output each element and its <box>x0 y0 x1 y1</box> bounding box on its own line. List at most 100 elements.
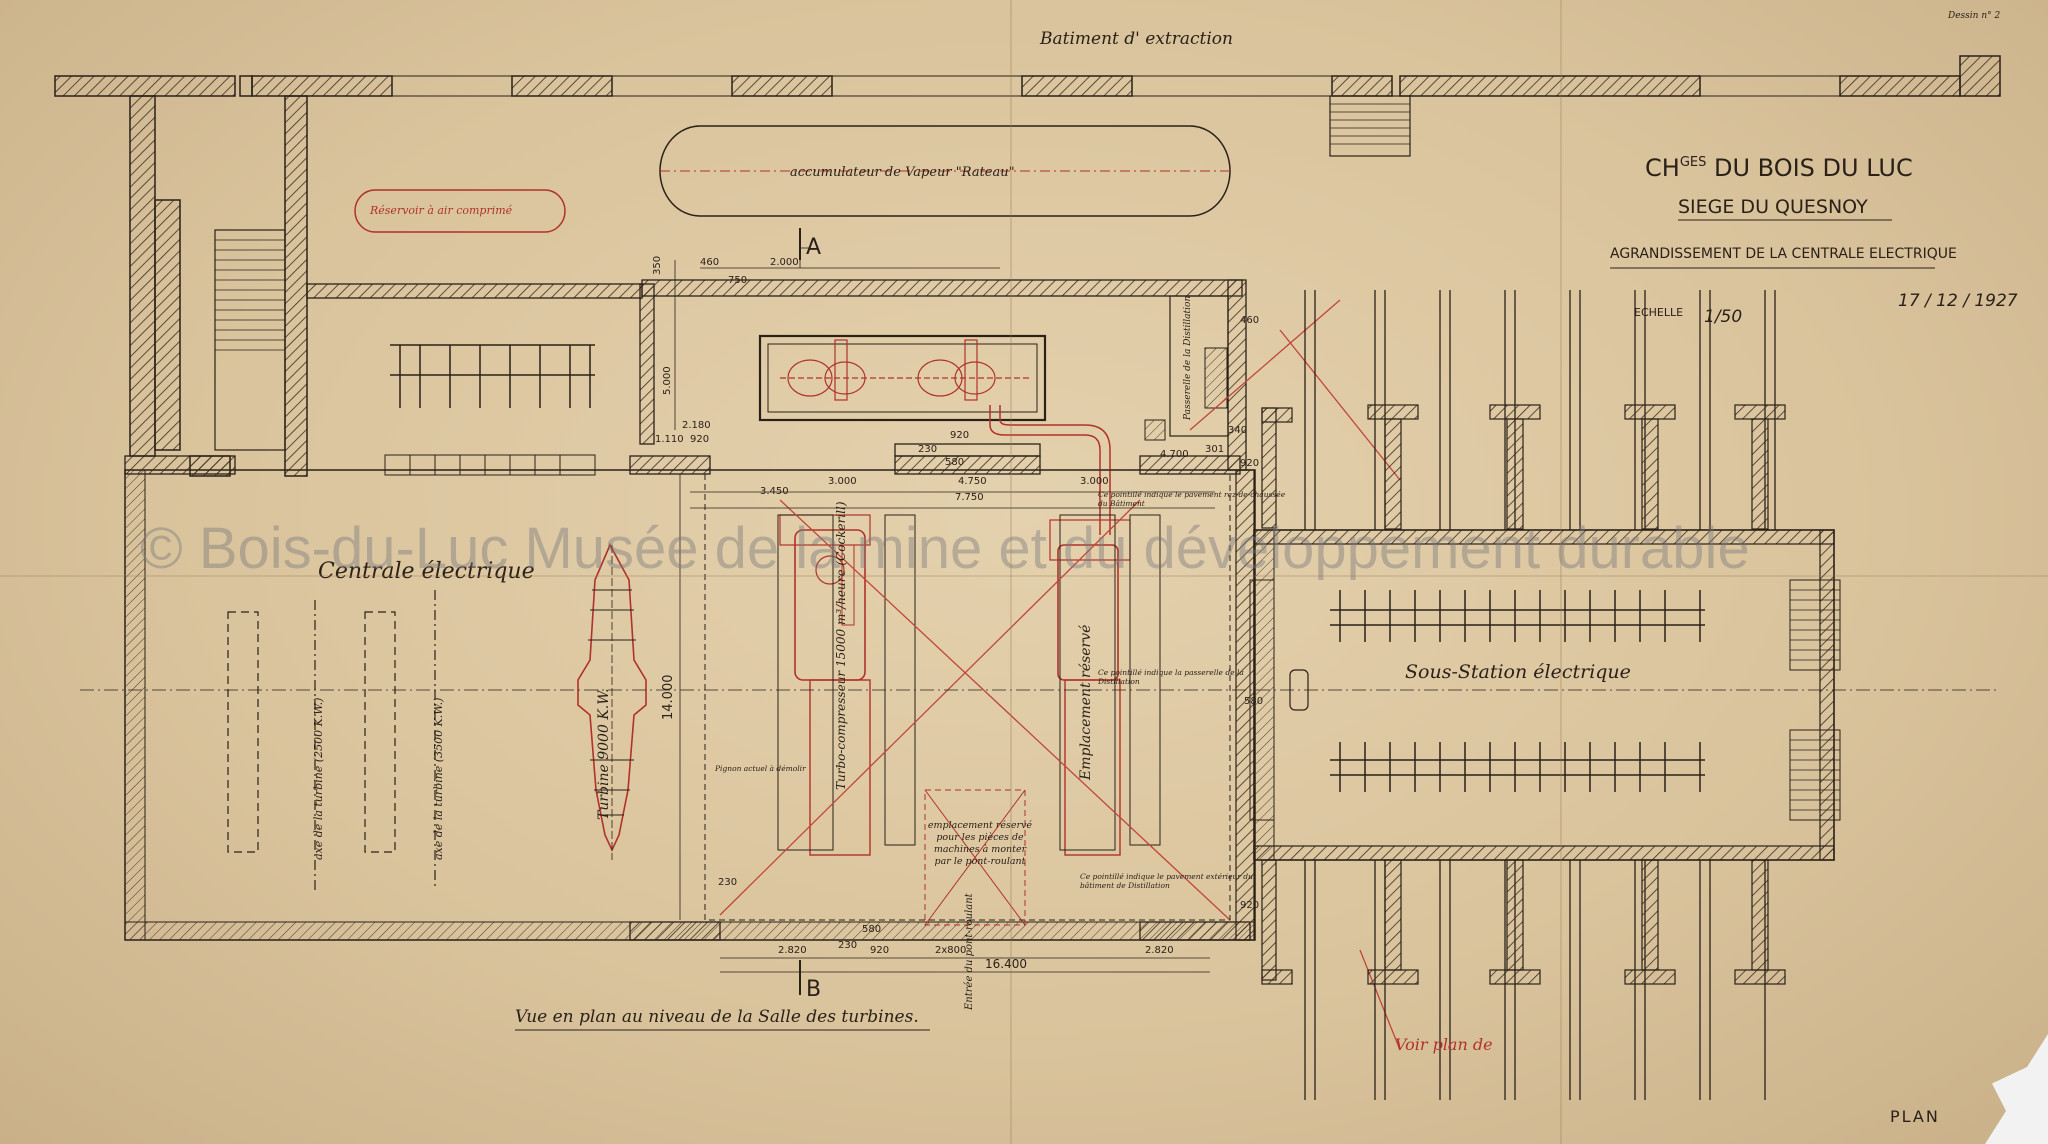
fold-crease-vertical-2 <box>1560 0 1562 1144</box>
label-pignon: Pignon actuel à démolir <box>715 764 806 773</box>
title-subtitle: AGRANDISSEMENT DE LA CENTRALE ELECTRIQUE <box>1610 246 1957 262</box>
label-axis-1: axe de la turbine (2500 K.W.) <box>312 698 325 860</box>
dim-230a: 230 <box>918 444 937 455</box>
substation-walls <box>1249 529 1841 861</box>
label-pointille-3-wrap: Ce pointillé indique le pavement extérie… <box>1080 872 1253 890</box>
dim-920a: 920 <box>690 434 709 445</box>
label-turbine-9000: Turbine 9000 K.W. <box>596 688 612 820</box>
new-building-upper <box>641 279 1247 535</box>
dim-4700: 4.700 <box>1160 449 1189 460</box>
label-pointille-2-wrap: Ce pointillé indique la passerelle de la… <box>1098 668 1244 686</box>
t-piers-upper <box>1261 404 1786 530</box>
label-reserve: Emplacement réservé <box>1078 625 1094 781</box>
crane-hatch <box>924 789 1026 926</box>
dimension-lines <box>674 247 1215 973</box>
crane-area <box>924 789 1026 926</box>
dim-7750: 7.750 <box>955 492 984 503</box>
dim-1110: 1.110 <box>655 434 684 445</box>
dim-920e: 920 <box>1240 900 1259 911</box>
title-date: 17 / 12 / 1927 <box>1898 291 2018 311</box>
reserved-machine-space <box>1049 514 1161 856</box>
dim-920d: 920 <box>870 945 889 956</box>
dim-580a: 580 <box>945 457 964 468</box>
central-hall-walls <box>124 455 1256 941</box>
air-tank <box>354 189 566 233</box>
upper-room-lockers <box>384 454 596 476</box>
dim-340: 340 <box>1228 425 1247 436</box>
dim-2820a: 2.820 <box>778 945 807 956</box>
dim-230b: 230 <box>718 877 737 888</box>
dim-2000: 2.000 <box>770 257 799 268</box>
turbo-compressor <box>777 514 916 856</box>
title-block: CHGES DU BOIS DU LUC SIEGE DU QUESNOY AG… <box>1610 154 2018 327</box>
label-entry: Entrée du pont-roulant <box>964 892 975 1011</box>
dim-580c: 580 <box>862 924 881 935</box>
label-pointille-2: Ce pointillé indique la passerelle de la… <box>1098 668 1244 686</box>
label-axis-2: axe de la turbine (3500 K.W.) <box>432 698 445 860</box>
left-wing-walls <box>129 95 655 477</box>
left-stairs <box>215 239 285 351</box>
dim-460b: 460 <box>1240 315 1259 326</box>
label-pointille-3: Ce pointillé indique le pavement extérie… <box>1080 872 1253 890</box>
label-view-caption: Vue en plan au niveau de la Salle des tu… <box>515 1007 919 1027</box>
label-air-tank: Réservoir à air comprimé <box>369 204 513 217</box>
label-extraction-building: Batiment d' extraction <box>1039 29 1233 49</box>
label-central: Centrale électrique <box>318 559 535 584</box>
dim-580b: 580 <box>1244 696 1263 707</box>
dim-3000b: 3.000 <box>1080 476 1109 487</box>
section-b-label: B <box>806 977 821 1002</box>
label-pointille-1: Ce pointillé indique le pavement rez-de-… <box>1098 490 1286 508</box>
dim-3450: 3.450 <box>760 486 789 497</box>
label-pointille-1-wrap: Ce pointillé indique le pavement rez-de-… <box>1098 490 1286 508</box>
label-reserved-space-wrap: emplacement réservé pour les pièces de m… <box>927 820 1033 867</box>
label-turbo: Turbo-compresseur 15000 m³/heure (Cocker… <box>834 501 848 790</box>
dim-920c: 920 <box>1240 458 1259 469</box>
dim-460: 460 <box>700 257 719 268</box>
dim-2x800: 2x800 <box>935 945 966 956</box>
label-accumulator: accumulateur de Vapeur "Rateau" <box>790 165 1015 180</box>
upper-machines <box>780 339 1030 401</box>
dim-350: 350 <box>652 256 663 275</box>
upper-room-racks <box>390 344 595 408</box>
section-a-label: A <box>806 235 821 260</box>
title-company-sup: GES <box>1680 155 1707 170</box>
title-company: CHGES DU BOIS DU LUC <box>1645 154 1913 182</box>
title-company-prefix: CH <box>1645 154 1680 182</box>
top-facade-walls <box>54 55 2001 157</box>
dim-2820b: 2.820 <box>1145 945 1174 956</box>
substation-racks-lower <box>1330 742 1705 792</box>
watermark: © Bois-du-Luc Musée de la mine et du dév… <box>140 516 1750 581</box>
label-substation: Sous-Station électrique <box>1405 661 1631 683</box>
scale-value: 1/50 <box>1704 307 1742 327</box>
dim-920b: 920 <box>950 430 969 441</box>
dim-2180: 2.180 <box>682 420 711 431</box>
dimension-texts: 350 460 750 2.000 5.000 2.180 1.110 920 … <box>652 256 1263 971</box>
label-vertical-note: Passerelle de la Distillation <box>1183 296 1193 421</box>
t-piers-lower <box>1261 859 1786 985</box>
dim-16400: 16.400 <box>985 957 1027 971</box>
turbine-9000kw <box>577 543 647 860</box>
dim-750: 750 <box>728 275 747 286</box>
fold-crease-vertical <box>1010 0 1012 1144</box>
title-company-rest: DU BOIS DU LUC <box>1706 154 1912 182</box>
inner-outline <box>704 469 1231 921</box>
dim-4750: 4.750 <box>958 476 987 487</box>
label-reserved-space: emplacement réservé pour les pièces de m… <box>927 820 1033 867</box>
turbine-bases <box>227 590 436 890</box>
red-diagonals <box>719 299 1401 1051</box>
scale-label: ECHELLE <box>1634 306 1683 319</box>
dim-230c: 230 <box>838 940 857 951</box>
red-note: Voir plan de <box>1395 1035 1493 1054</box>
dim-301: 301 <box>1205 444 1224 455</box>
dim-14000: 14.000 <box>661 675 676 721</box>
steam-accumulator <box>659 125 1231 217</box>
dim-5000: 5.000 <box>662 366 673 395</box>
plan-label: PLAN <box>1890 1107 1940 1126</box>
substation-racks-upper <box>1330 590 1705 642</box>
title-siege: SIEGE DU QUESNOY <box>1678 196 1868 218</box>
fold-crease-horizontal <box>0 575 2048 577</box>
dim-3000a: 3.000 <box>828 476 857 487</box>
corner-note: Dessin n° 2 <box>1947 11 2000 21</box>
